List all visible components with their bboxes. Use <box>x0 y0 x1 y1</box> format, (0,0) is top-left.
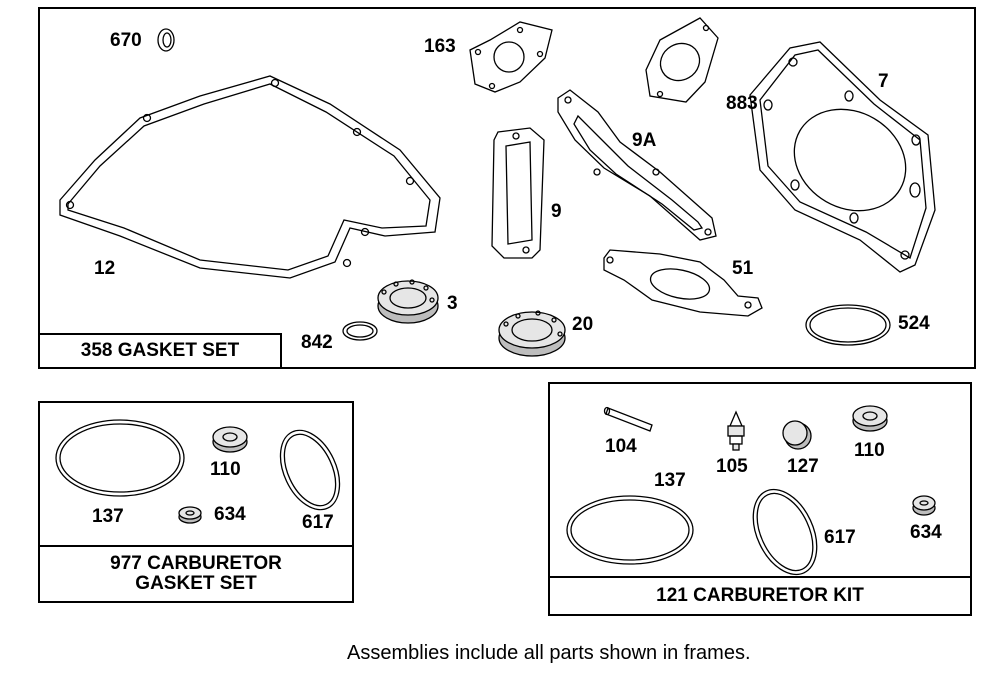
carb-kit-caption: 121 CARBURETOR KIT <box>548 576 972 616</box>
part-163-gasket <box>469 21 553 93</box>
label-883: 883 <box>726 93 758 114</box>
part-51-gasket <box>603 249 763 317</box>
label-9a: 9A <box>632 130 657 151</box>
label-kit-137: 137 <box>654 470 686 491</box>
part-524-oring <box>805 304 891 346</box>
part-670-washer <box>157 28 175 52</box>
carb-gasket-617-ring <box>279 429 341 511</box>
part-20-oil-seal <box>498 310 566 357</box>
label-carb-634: 634 <box>214 504 246 525</box>
label-7: 7 <box>878 71 889 92</box>
label-524: 524 <box>898 313 930 334</box>
label-carb-617: 617 <box>302 512 334 533</box>
carb-gasket-set-title: 977 CARBURETOR GASKET SET <box>110 553 282 594</box>
label-12: 12 <box>94 258 116 279</box>
part-9-gasket <box>491 127 545 259</box>
label-20: 20 <box>572 314 594 335</box>
kit-137-ring <box>566 495 694 565</box>
label-kit-634: 634 <box>910 522 942 543</box>
carb-gasket-634-washer <box>178 506 202 524</box>
carb-gasket-110-washer <box>212 426 248 453</box>
carb-gasket-set-caption: 977 CARBURETOR GASKET SET <box>38 545 354 603</box>
label-kit-105: 105 <box>716 456 748 477</box>
label-3: 3 <box>447 293 458 314</box>
gasket-set-title: 358 GASKET SET <box>80 340 240 361</box>
kit-127-plug <box>782 420 812 450</box>
kit-104-pin <box>603 406 653 432</box>
label-842: 842 <box>301 332 333 353</box>
label-kit-617: 617 <box>824 527 856 548</box>
label-51: 51 <box>732 258 754 279</box>
carb-gasket-137-ring <box>55 419 185 497</box>
part-12-crankcase-gasket <box>59 75 441 279</box>
part-7-head-gasket <box>749 41 936 273</box>
label-carb-110: 110 <box>210 459 241 480</box>
label-163: 163 <box>424 36 456 57</box>
footer-note: Assemblies include all parts shown in fr… <box>347 642 751 664</box>
part-3-oil-seal <box>377 279 439 324</box>
part-9a-gasket <box>557 89 717 241</box>
kit-105-needle <box>727 410 745 451</box>
label-kit-127: 127 <box>787 456 819 477</box>
kit-110-washer <box>852 405 888 432</box>
carb-kit-title: 121 CARBURETOR KIT <box>656 585 864 606</box>
label-670: 670 <box>110 30 142 51</box>
label-kit-104: 104 <box>605 436 637 457</box>
label-kit-110: 110 <box>854 440 885 461</box>
gasket-set-frame <box>38 7 976 369</box>
label-carb-137: 137 <box>92 506 124 527</box>
part-883-gasket <box>645 17 719 103</box>
gasket-set-caption: 358 GASKET SET <box>38 333 282 369</box>
label-9: 9 <box>551 201 562 222</box>
kit-617-ring <box>752 488 818 576</box>
part-842-oring <box>342 321 378 341</box>
kit-634-washer <box>912 495 936 516</box>
